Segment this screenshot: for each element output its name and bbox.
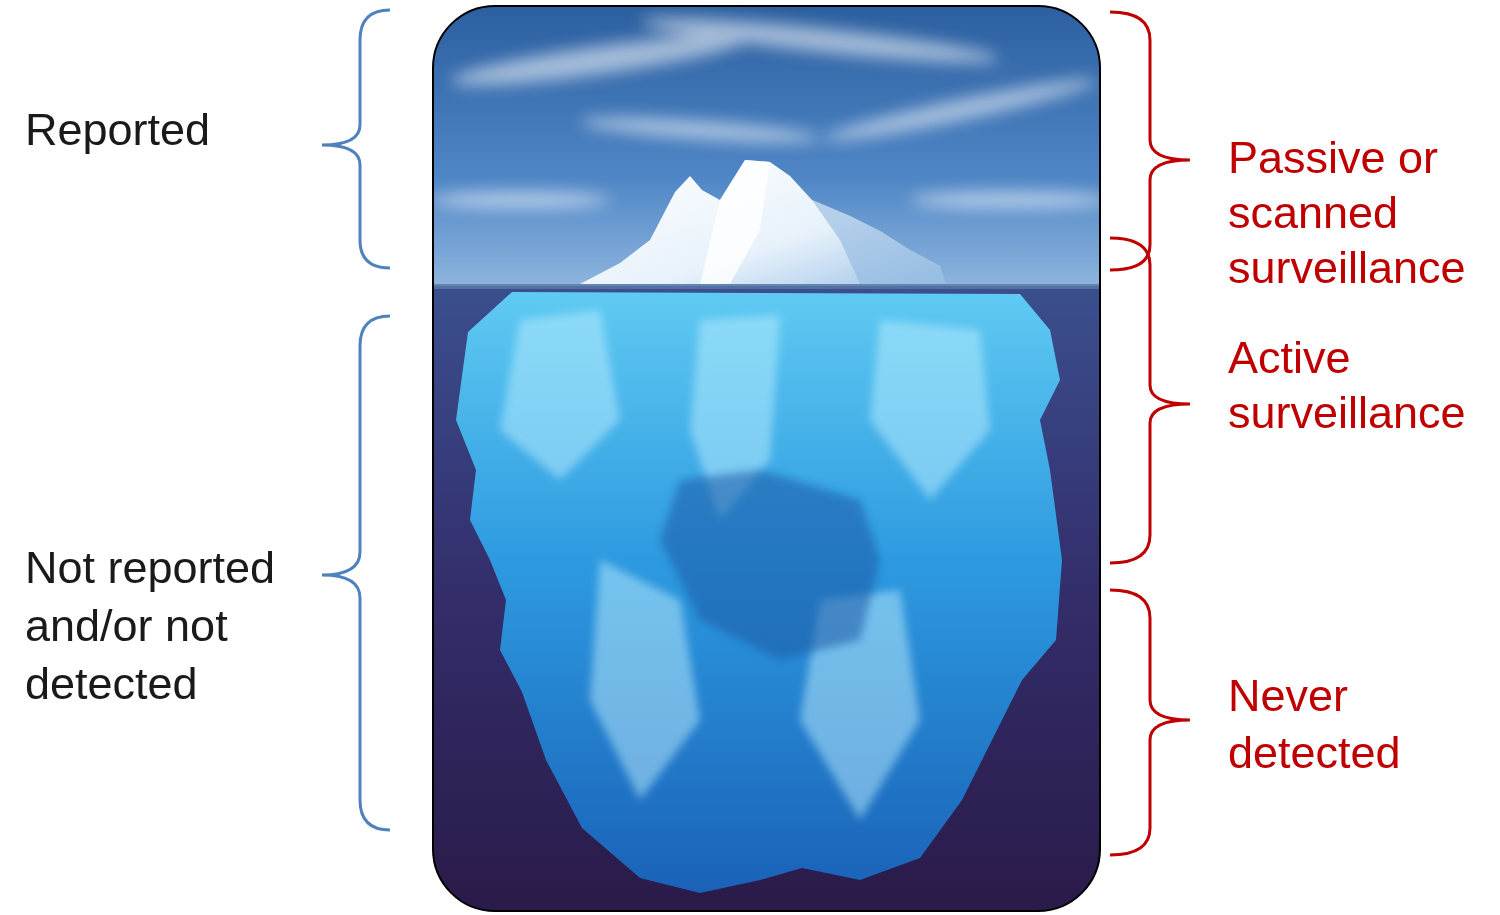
left-brackets [322,10,390,830]
not-reported-label: Not reported and/or not detected [25,539,305,713]
image-frame [433,6,1100,911]
right-brackets [1110,12,1190,855]
reported-label: Reported [25,101,305,159]
active-surveillance-label: Active surveillance [1228,330,1490,440]
never-detected-label: Never detected [1228,667,1490,781]
passive-surveillance-label: Passive or scanned surveillance [1228,130,1490,295]
